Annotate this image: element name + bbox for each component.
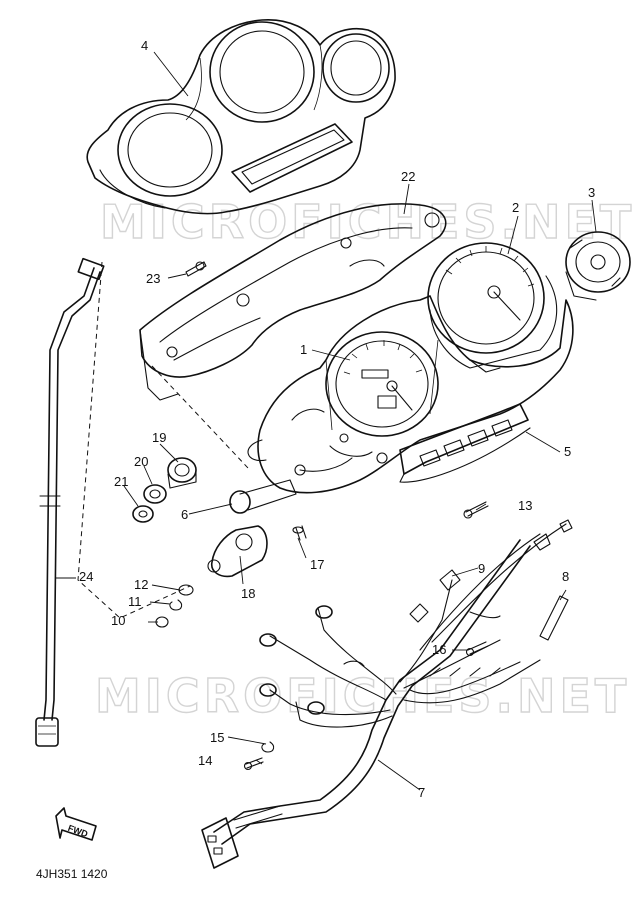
washer-21 [132, 505, 154, 523]
callout-8: 8 [562, 569, 569, 584]
clip-11 [169, 599, 183, 611]
callout-23: 23 [146, 271, 160, 286]
callout-numbers: 4 22 2 3 23 1 19 5 20 21 13 6 17 9 24 8 … [79, 38, 595, 800]
callout-4: 4 [141, 38, 148, 53]
meter-cable [35, 257, 191, 747]
forward-label: FWD [67, 823, 90, 840]
callout-22: 22 [401, 169, 415, 184]
forward-arrow-icon: FWD [55, 807, 97, 841]
callout-5: 5 [564, 444, 571, 459]
bushing-19 [167, 457, 197, 489]
clip-15 [261, 741, 275, 753]
meter-bracket [139, 203, 447, 401]
gear-unit-18 [207, 525, 268, 578]
callout-13: 13 [518, 498, 532, 513]
callout-1: 1 [300, 342, 307, 357]
watermark-top: MICROFICHES.NET [100, 195, 635, 249]
callout-16: 16 [432, 642, 446, 657]
callout-11: 11 [128, 594, 142, 609]
meter-cover [86, 19, 396, 215]
callout-24: 24 [79, 569, 93, 584]
gear-6 [229, 479, 297, 514]
callout-2: 2 [512, 200, 519, 215]
speedometer [325, 331, 439, 437]
callout-14: 14 [198, 753, 212, 768]
screw-13 [463, 501, 489, 519]
callout-21: 21 [114, 474, 128, 489]
meter-housing [247, 295, 574, 494]
indicator-panel [399, 403, 531, 483]
watermark-bottom: MICROFICHES.NET [95, 669, 630, 723]
callout-12: 12 [134, 577, 148, 592]
screw-23 [185, 261, 207, 277]
callout-17: 17 [310, 557, 324, 572]
part-code: 4JH351 1420 [36, 867, 108, 881]
screw-14 [243, 757, 264, 771]
screw-16 [465, 641, 489, 657]
callout-20: 20 [134, 454, 148, 469]
callout-10: 10 [111, 613, 125, 628]
callout-9: 9 [478, 561, 485, 576]
callout-15: 15 [210, 730, 224, 745]
leader-lines [56, 51, 597, 791]
collar-20 [143, 484, 167, 504]
callout-3: 3 [588, 185, 595, 200]
callout-6: 6 [181, 507, 188, 522]
screw-17 [292, 525, 307, 541]
callout-7: 7 [418, 785, 425, 800]
indicator-unit [565, 231, 631, 301]
callout-19: 19 [152, 430, 166, 445]
callout-18: 18 [241, 586, 255, 601]
tachometer [427, 242, 558, 369]
wire-harness [201, 519, 573, 869]
